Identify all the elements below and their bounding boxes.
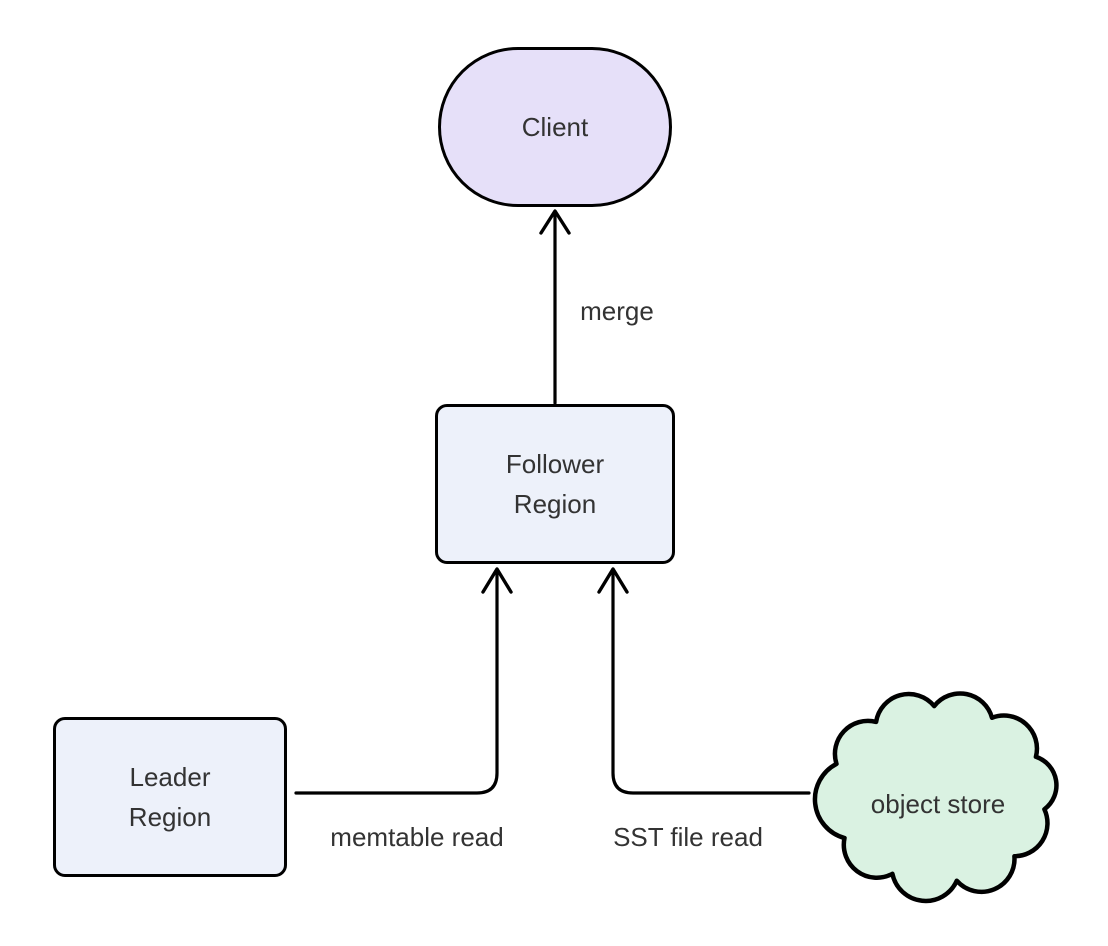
node-follower-label-line2: Region	[513, 489, 597, 519]
node-object-store-label: object store	[870, 789, 1006, 819]
edge-label-sst-file-read: SST file read	[613, 822, 763, 852]
node-leader-region: Leader Region	[53, 717, 287, 877]
node-client: Client	[438, 47, 672, 207]
edge-label-merge: merge	[580, 296, 654, 326]
edge-memtable-shaft	[294, 570, 499, 795]
node-follower-region: Follower Region	[435, 404, 675, 564]
cloud-icon	[812, 691, 1059, 904]
edge-memtable-read	[294, 567, 513, 795]
node-leader-label-line2: Region	[128, 802, 212, 832]
node-follower-label-line1: Follower	[505, 449, 605, 479]
node-object-store	[812, 691, 1059, 904]
edge-sst-shaft	[611, 570, 811, 795]
edge-merge	[539, 209, 571, 405]
edge-sst-read	[597, 567, 811, 795]
node-leader-label-line1: Leader	[129, 762, 211, 792]
node-client-label: Client	[521, 112, 589, 142]
arrowhead-up-icon	[597, 567, 629, 594]
arrowhead-up-icon	[539, 209, 571, 235]
edge-label-memtable-read: memtable read	[330, 822, 504, 852]
arrowhead-up-icon	[481, 567, 513, 594]
